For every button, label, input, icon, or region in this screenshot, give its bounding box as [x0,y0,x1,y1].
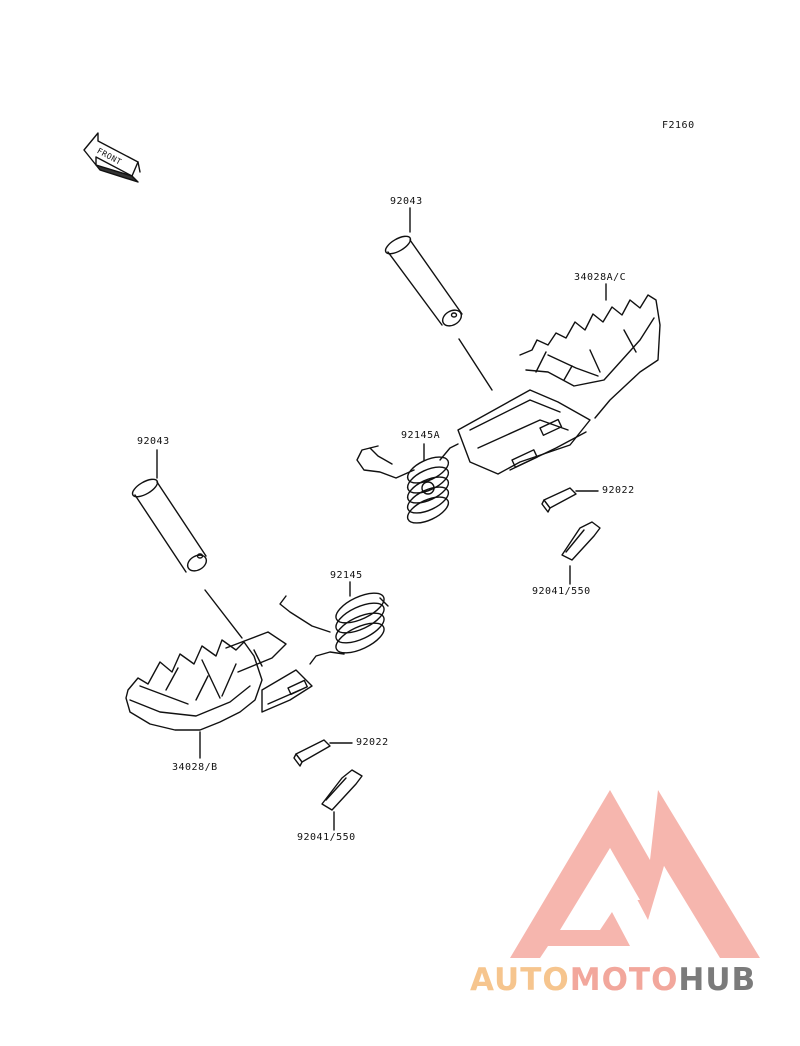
label-spring-right: 92145A [401,430,441,441]
watermark-text: AUTOMOTOHUB [470,962,756,998]
footpeg-left-drawing [125,631,313,759]
washer-left-drawing [293,739,353,767]
figure-code: F2160 [662,120,695,131]
label-pin-right: 92043 [390,196,423,207]
label-cotter-left: 92041/550 [297,832,356,843]
footpeg-right-drawing [457,294,661,475]
watermark-logo-icon [510,790,760,958]
spring-left-drawing [279,592,389,665]
label-washer-left: 92022 [356,737,389,748]
label-washer-right: 92022 [602,485,635,496]
washer-right-drawing [541,487,599,513]
cotter-left-drawing [321,769,363,831]
label-spring-left: 92145 [330,570,363,581]
label-step-left: 34028/B [172,762,218,773]
front-arrow-icon [83,132,141,183]
watermark-moto: MOTO [569,962,679,998]
pin-right-drawing [384,235,493,391]
pin-left-drawing [131,478,243,639]
watermark-hub: HUB [678,962,757,998]
watermark-auto: AUTO [470,962,570,998]
label-cotter-right: 92041/550 [532,586,591,597]
label-pin-left: 92043 [137,436,170,447]
cotter-right-drawing [561,521,601,585]
spring-right-drawing [356,443,459,524]
label-step-right: 34028A/C [574,272,627,283]
